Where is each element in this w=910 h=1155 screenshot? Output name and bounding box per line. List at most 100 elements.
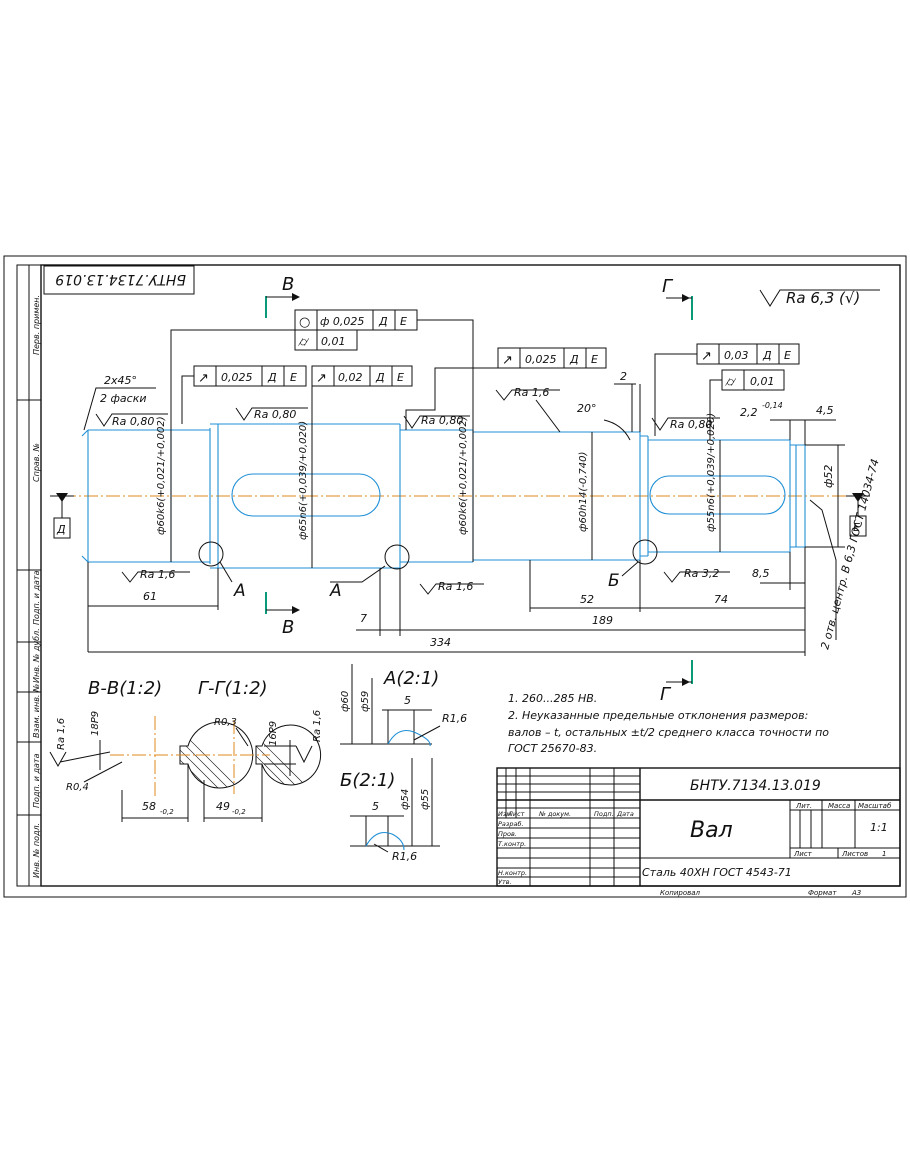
sheet-border xyxy=(3,255,907,898)
svg-text:2,2: 2,2 xyxy=(740,406,758,419)
svg-text:Лист: Лист xyxy=(507,810,525,818)
svg-text:Листов: Листов xyxy=(841,850,868,858)
detail-circle-b xyxy=(632,539,658,565)
svg-text:Лит.: Лит. xyxy=(795,802,812,810)
side-label: Справ. № xyxy=(32,443,41,482)
svg-text:Д: Д xyxy=(569,353,579,366)
svg-text:2. Неуказанные предельные откл: 2. Неуказанные предельные отклонения раз… xyxy=(508,709,808,722)
datum-e: Е xyxy=(846,493,870,537)
keyway-right xyxy=(649,475,786,515)
format-label: Формат xyxy=(808,889,837,897)
svg-text:↗: ↗ xyxy=(502,353,513,368)
code-rotated: БНТУ.7134.13.019 xyxy=(55,271,186,287)
side-label: Подп. и дата xyxy=(32,753,41,808)
tolerance-frame-4: ↗ 0,02 Д Е xyxy=(311,365,413,387)
svg-text:Ra 0,80: Ra 0,80 xyxy=(112,415,154,428)
svg-text:18P9: 18P9 xyxy=(90,711,101,736)
svg-text:Подп.: Подп. xyxy=(594,810,614,818)
svg-text:5: 5 xyxy=(372,800,379,813)
svg-text:ф59: ф59 xyxy=(360,691,371,712)
svg-text:ф55n6(+0,039/+0,020): ф55n6(+0,039/+0,020) xyxy=(706,413,717,532)
detail-circle-a2 xyxy=(384,544,410,570)
svg-text:2 фаски: 2 фаски xyxy=(100,392,146,405)
detail-circle-a1 xyxy=(198,541,224,567)
svg-text:валов – t, остальных ±t/2 сред: валов – t, остальных ±t/2 среднего класс… xyxy=(508,726,829,739)
datum-d: Д xyxy=(50,493,74,539)
horizontal-dims: 61 7 52 74 189 334 xyxy=(87,547,806,656)
section-gg: Г-Г(1:2) R0,3 16P9 Ra 1,6 49 -0,2 xyxy=(196,678,323,822)
svg-text:1: 1 xyxy=(882,850,886,858)
detail-a-title: А(2:1) xyxy=(383,668,439,689)
stamp-code: БНТУ.7134.13.019 xyxy=(690,778,821,794)
copied-label: Копировал xyxy=(660,889,701,897)
general-roughness: Ra 6,3 (√) xyxy=(759,289,880,307)
svg-text:Г: Г xyxy=(660,684,672,705)
svg-text:-0,14: -0,14 xyxy=(762,401,783,410)
svg-text:Масштаб: Масштаб xyxy=(858,802,892,810)
svg-text:Пров.: Пров. xyxy=(498,830,517,838)
angle-dim: 20° 2 xyxy=(577,370,641,441)
side-label: Перв. примен. xyxy=(32,295,41,355)
roughness-mark: Ra 1,6 xyxy=(495,386,561,433)
svg-text:ф52: ф52 xyxy=(822,465,835,488)
tolerance-frame-1: ○ ф 0,025 Д Е xyxy=(294,309,418,331)
svg-text:Ra 0,80: Ra 0,80 xyxy=(421,414,463,427)
svg-text:ф65n6(+0,039/+0,020): ф65n6(+0,039/+0,020) xyxy=(298,421,309,540)
tolerance-frame-6: ↗ 0,03 Д Е xyxy=(696,343,800,365)
svg-text:ф 0,025: ф 0,025 xyxy=(320,315,364,328)
roughness-mark: Ra 0,80 xyxy=(235,407,308,421)
section-mark-g-bottom: Г xyxy=(660,660,693,705)
section-mark-g-top: Г xyxy=(662,276,693,320)
svg-text:0,02: 0,02 xyxy=(338,371,363,384)
svg-text:Разраб.: Разраб. xyxy=(498,820,524,828)
roughness-mark: Ra 1,6 xyxy=(419,580,484,595)
svg-text:0,01: 0,01 xyxy=(750,375,775,388)
side-label: Подп. и дата xyxy=(32,570,41,625)
svg-text:ф60: ф60 xyxy=(340,691,351,712)
part-name: Вал xyxy=(690,818,733,843)
technical-notes: 1. 260...285 НВ. 2. Неуказанные предельн… xyxy=(508,692,829,755)
datum-d-label: Д xyxy=(56,523,66,536)
svg-text:4,5: 4,5 xyxy=(816,404,834,417)
callout-a2: А xyxy=(329,581,342,601)
svg-text:Дата: Дата xyxy=(616,810,634,818)
tolerance-frame-7: ⌭ 0,01 xyxy=(721,369,785,391)
svg-text:Ra 0,80: Ra 0,80 xyxy=(670,418,712,431)
section-gg-title: Г-Г(1:2) xyxy=(198,678,268,699)
svg-text:74: 74 xyxy=(714,593,728,606)
svg-text:В: В xyxy=(282,274,294,295)
svg-text:2: 2 xyxy=(620,370,627,383)
svg-text:Ra 1,6: Ra 1,6 xyxy=(438,580,473,593)
svg-text:Г: Г xyxy=(662,276,674,297)
svg-text:20°: 20° xyxy=(577,402,597,415)
roughness-mark: Ra 1,6 xyxy=(121,568,190,583)
svg-text:2x45°: 2x45° xyxy=(104,374,137,387)
svg-text:-0,2: -0,2 xyxy=(232,808,246,816)
tolerance-frame-5: ↗ 0,025 Д Е xyxy=(497,347,607,369)
center-hole-note: 2 отв. центр. В 6,3 ГОСТ 14034-74 xyxy=(809,457,882,651)
svg-text:Д: Д xyxy=(378,315,388,328)
svg-text:R1,6: R1,6 xyxy=(442,712,467,725)
svg-text:16P9: 16P9 xyxy=(268,721,279,746)
material: Сталь 40ХН ГОСТ 4543-71 xyxy=(642,866,792,879)
svg-text:Ra 1,6: Ra 1,6 xyxy=(140,568,175,581)
svg-text:⌭: ⌭ xyxy=(725,375,737,390)
roughness-mark: Ra 3,2 xyxy=(663,567,730,583)
svg-text:-0,2: -0,2 xyxy=(160,808,174,816)
section-bb-title: В-В(1:2) xyxy=(88,678,162,699)
chamfer-note: 2x45° 2 фаски xyxy=(83,374,156,431)
svg-text:Е: Е xyxy=(784,349,791,362)
svg-text:Ra 3,2: Ra 3,2 xyxy=(684,567,719,580)
svg-text:В: В xyxy=(282,617,294,638)
roughness-mark: Ra 0,80 xyxy=(95,413,168,428)
svg-text:Лист: Лист xyxy=(793,850,813,858)
detail-b: Б(2:1) ф54 ф55 5 R1,6 xyxy=(340,758,440,863)
side-strip: Перв. примен. Справ. № Подп. и дата Инв.… xyxy=(16,264,42,887)
svg-text:ф60k6(+0,021/+0,002): ф60k6(+0,021/+0,002) xyxy=(156,416,167,535)
svg-text:Д: Д xyxy=(267,371,277,384)
svg-text:Ra 1,6: Ra 1,6 xyxy=(56,718,67,750)
svg-text:Масса: Масса xyxy=(828,802,850,810)
svg-text:↗: ↗ xyxy=(316,371,327,386)
diameter-dims: ф60k6(+0,021/+0,002) ф65n6(+0,039/+0,020… xyxy=(156,413,845,568)
